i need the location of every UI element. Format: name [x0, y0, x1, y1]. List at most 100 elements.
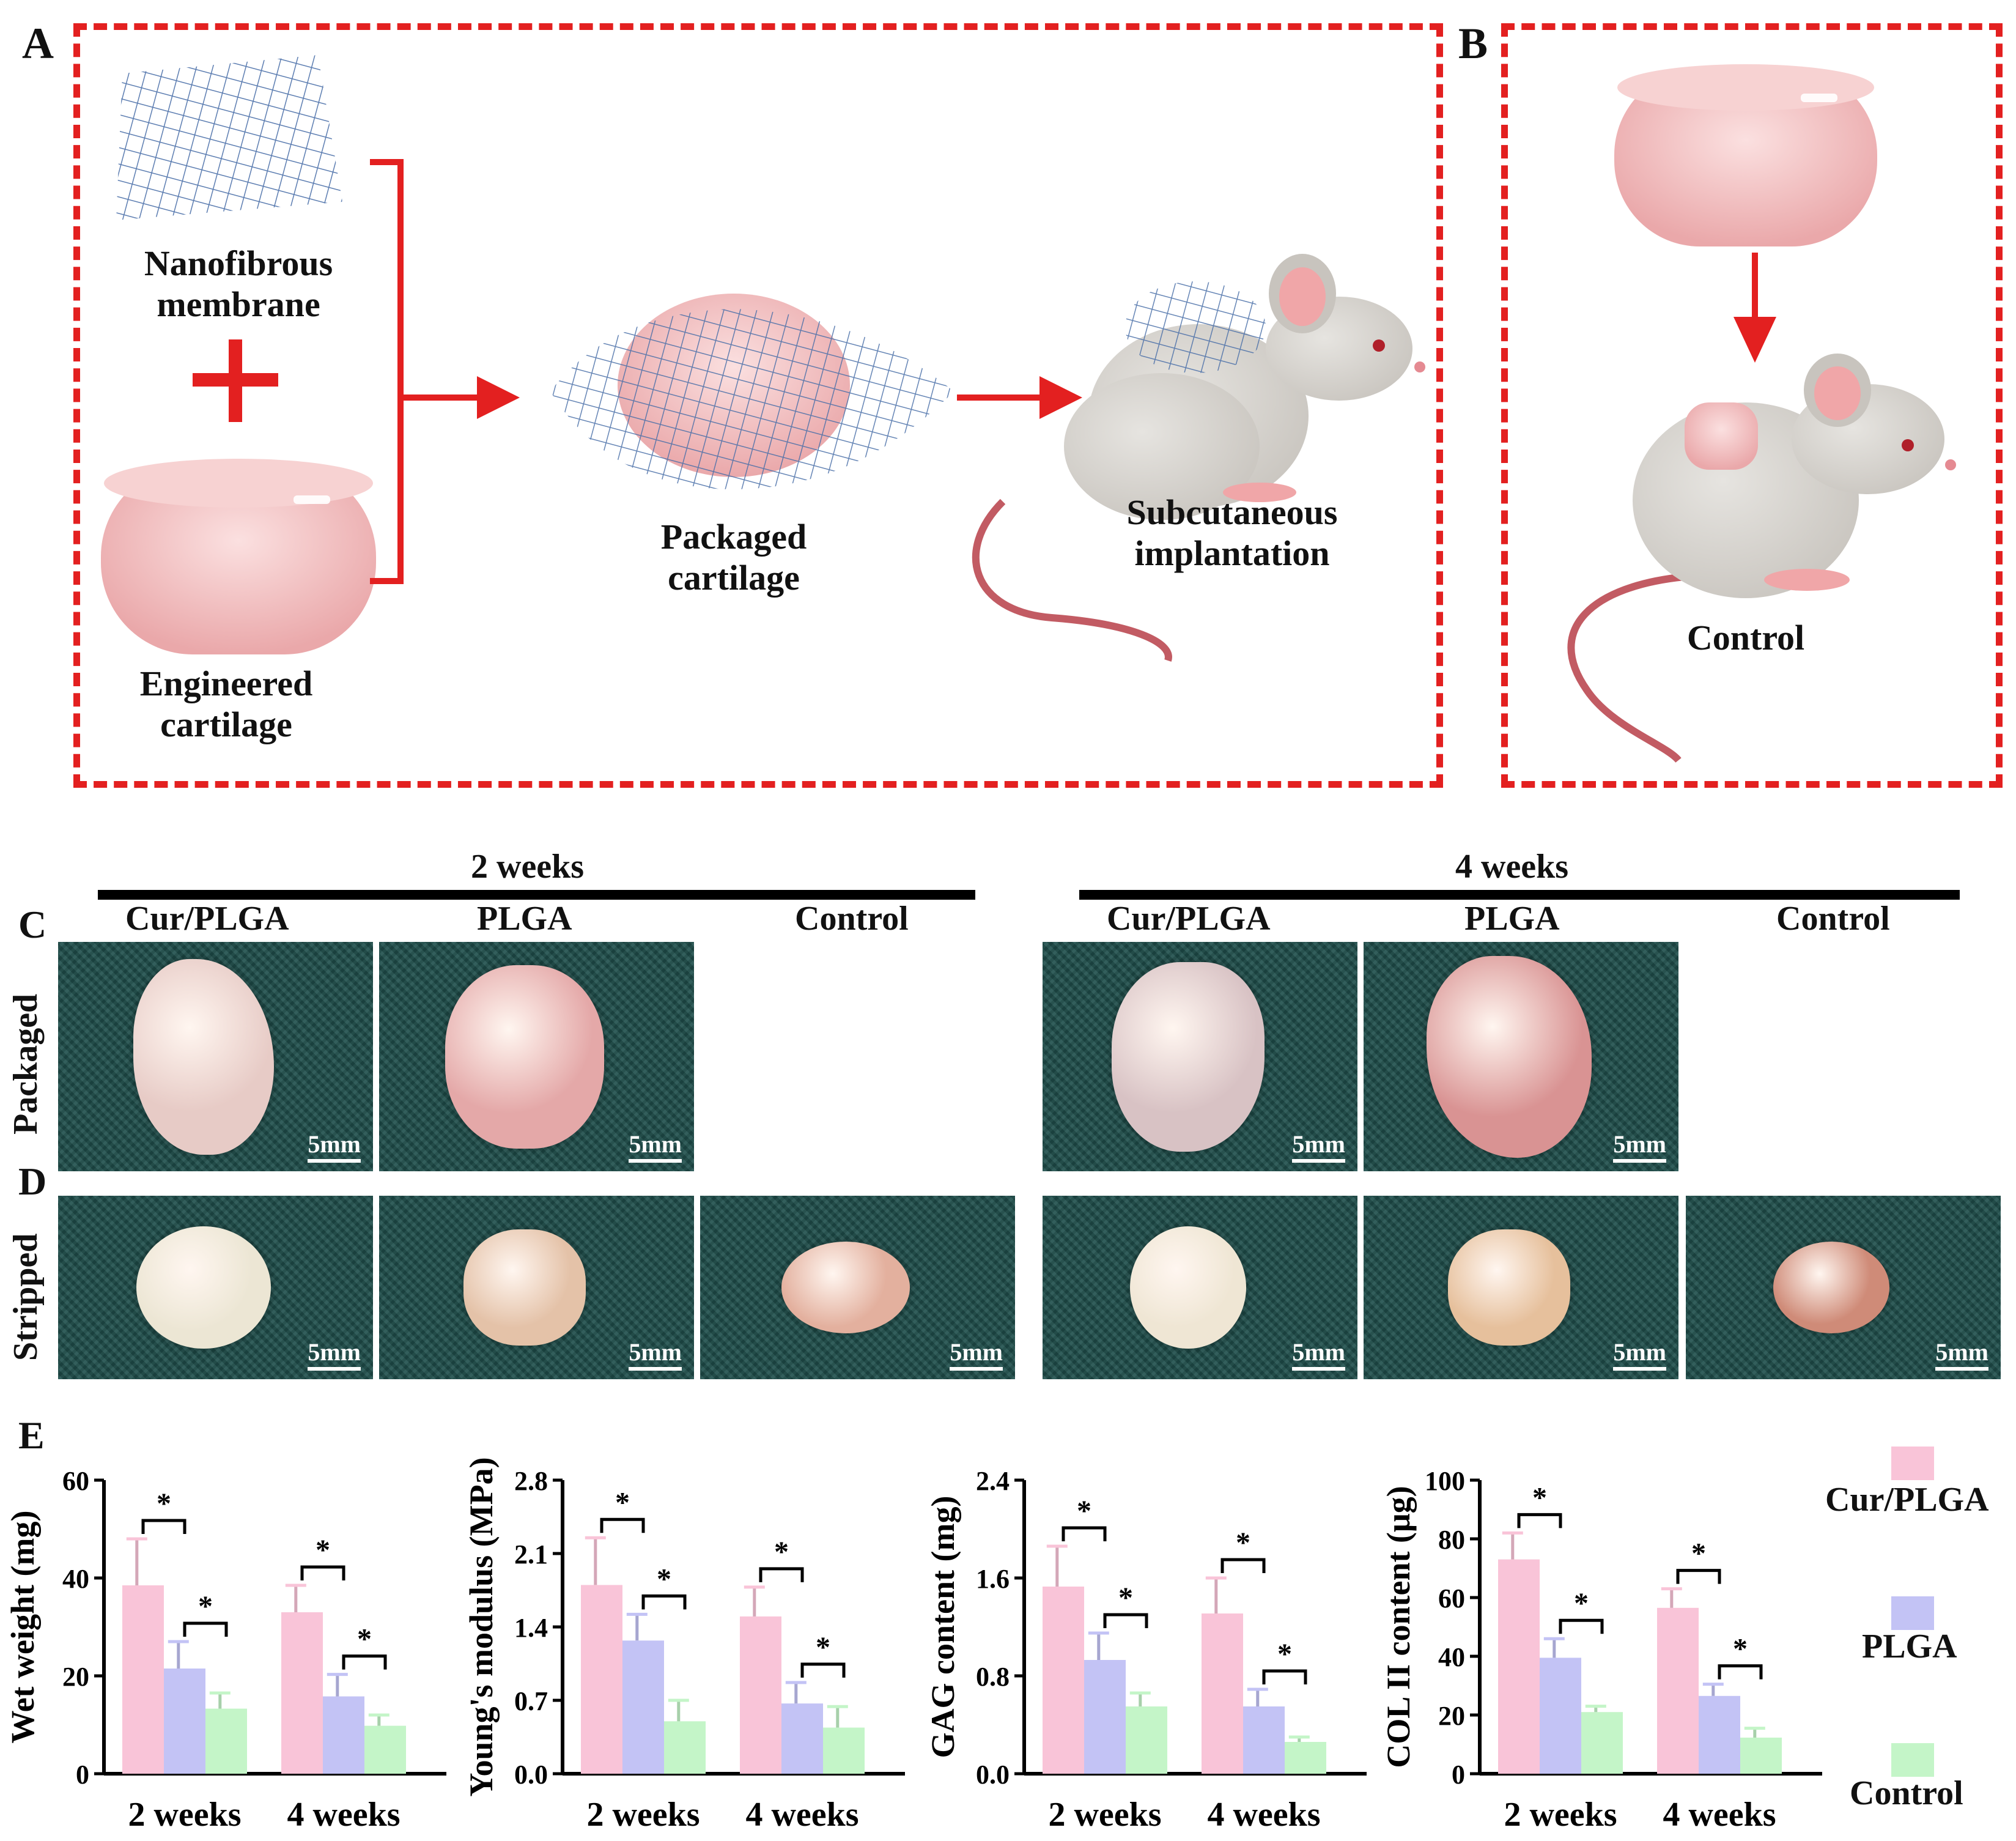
x-tick-label-1-1: 4 weeks [745, 1796, 858, 1834]
engineered-cartilage-icon [101, 459, 376, 654]
sig-bracket-a-1-0 [600, 1517, 645, 1533]
implantation-label: Subcutaneous implantation [1095, 492, 1370, 574]
y-tick-label-3-4: 80 [1438, 1525, 1465, 1555]
legend-label-cur-plga: Cur/PLGA [1825, 1481, 1989, 1519]
mouse-implanted-icon [972, 254, 1425, 662]
packaged-cartilage-label: Packaged cartilage [611, 517, 856, 598]
engineered-cartilage-label-line-1: Engineered [139, 664, 313, 703]
tissue-sample [133, 958, 274, 1155]
arrow-right-icon-2 [957, 376, 1082, 419]
y-tick-label-3-0: 0 [1452, 1760, 1465, 1790]
panel-b-illustration [1567, 64, 1956, 763]
plus-icon [193, 339, 278, 422]
scale-bar-line [1613, 1367, 1666, 1371]
packaged-photo-1: 5mm [58, 942, 373, 1171]
y-tick-label-0-0: 0 [76, 1760, 89, 1790]
bar-2-0-0 [1043, 1587, 1084, 1774]
y-tick-label-1-1: 0.7 [514, 1686, 548, 1716]
panel-b-frame [1501, 23, 2003, 788]
panel-letter-c: C [18, 903, 47, 946]
sig-star-b-2-0: * [1118, 1582, 1133, 1614]
stripped-photo-1: 5mm [58, 1196, 373, 1379]
packaged-cartilage-icon [550, 294, 954, 489]
sig-star-a-0-0: * [157, 1487, 171, 1520]
x-tick-label-0-1: 4 weeks [287, 1796, 400, 1834]
scale-bar: 5mm [950, 1340, 1003, 1371]
stripped-photo-3: 5mm [700, 1196, 1015, 1379]
tissue-sample [1111, 961, 1265, 1152]
tissue-sample [1773, 1242, 1889, 1333]
scale-bar: 5mm [1292, 1132, 1345, 1163]
mouse-control-icon [1567, 354, 1956, 763]
scale-bar-line [1292, 1367, 1345, 1371]
panel-letter-d: D [18, 1160, 47, 1203]
y-tick-label-0-1: 20 [62, 1662, 89, 1692]
legend-label-plga: PLGA [1862, 1628, 1957, 1665]
membrane-icon [116, 55, 342, 220]
sig-star-a-2-0: * [1077, 1495, 1091, 1527]
y-axis-label-0: Wet weight (mg) [4, 1511, 41, 1744]
tissue-sample [1426, 955, 1592, 1158]
sig-star-a-3-0: * [1532, 1481, 1547, 1514]
membrane-label: Nanofibrous membrane [116, 243, 361, 325]
legend-swatch-plga [1891, 1596, 1934, 1630]
scale-bar-line [1613, 1159, 1666, 1163]
y-tick-label-0-3: 60 [62, 1466, 89, 1496]
stripped-photo-4: 5mm [1043, 1196, 1357, 1379]
sig-bracket-b-1-0 [641, 1594, 687, 1610]
y-tick-label-3-1: 20 [1438, 1701, 1465, 1731]
sig-star-b-1-1: * [816, 1631, 830, 1664]
y-tick-label-1-3: 2.1 [514, 1539, 548, 1569]
sig-star-b-3-0: * [1574, 1587, 1589, 1620]
scale-bar-line [308, 1159, 361, 1163]
y-axis-label-2: GAG content (mg) [925, 1496, 961, 1758]
x-tick-label-3-1: 4 weeks [1663, 1796, 1776, 1834]
chart-legend: Cur/PLGA PLGA Control [1825, 1443, 2009, 1823]
y-tick-label-1-0: 0.0 [514, 1760, 548, 1790]
column-heading-cur-plga-4w: Cur/PLGA [1107, 900, 1271, 938]
group-bar-4-weeks [1079, 890, 1960, 900]
panel-letter-e: E [18, 1413, 45, 1457]
legend-swatch-cur-plga [1891, 1446, 1934, 1480]
sig-star-b-1-0: * [657, 1563, 671, 1595]
bar-0-1-1 [323, 1696, 364, 1774]
bar-3-0-0 [1498, 1559, 1540, 1774]
bar-1-0-0 [581, 1585, 622, 1774]
y-tick-label-1-2: 1.4 [514, 1613, 548, 1643]
sig-bracket-a-0-1 [300, 1565, 345, 1580]
scale-bar-line [950, 1367, 1003, 1371]
panel-letter-b: B [1458, 19, 1488, 68]
sig-bracket-a-3-0 [1517, 1513, 1562, 1528]
column-heading-cur-plga-2w: Cur/PLGA [125, 900, 289, 938]
y-tick-label-3-2: 40 [1438, 1642, 1465, 1672]
sig-bracket-b-0-1 [342, 1654, 387, 1670]
sig-star-b-0-1: * [357, 1623, 372, 1656]
panel-a-frame [73, 23, 1443, 788]
y-tick-label-2-3: 2.4 [976, 1466, 1010, 1496]
row-heading-packaged: Packaged [7, 993, 45, 1135]
bar-2-1-0 [1202, 1613, 1243, 1774]
scale-bar-line [308, 1367, 361, 1371]
scale-bar-label: 5mm [1935, 1338, 1988, 1366]
y-tick-label-3-5: 100 [1425, 1466, 1465, 1496]
bar-1-1-2 [823, 1727, 865, 1774]
bar-2-1-2 [1285, 1742, 1326, 1774]
bar-0-0-1 [164, 1669, 205, 1774]
stripped-photo-2: 5mm [379, 1196, 694, 1379]
y-tick-label-0-2: 40 [62, 1564, 89, 1594]
bar-3-1-1 [1699, 1695, 1740, 1774]
tissue-sample [136, 1226, 271, 1349]
sig-star-a-1-0: * [615, 1486, 630, 1519]
scale-bar: 5mm [1613, 1340, 1666, 1371]
sig-bracket-a-2-0 [1062, 1526, 1107, 1541]
scale-bar-label: 5mm [308, 1338, 361, 1366]
bar-0-1-0 [281, 1612, 323, 1774]
scale-bar-line [1292, 1159, 1345, 1163]
tissue-sample [1447, 1229, 1570, 1346]
group-heading-4-weeks: 4 weeks [1455, 848, 1569, 886]
scale-bar: 5mm [1613, 1132, 1666, 1163]
sig-bracket-a-3-1 [1676, 1569, 1721, 1584]
y-tick-label-2-0: 0.0 [976, 1760, 1010, 1790]
tissue-sample [781, 1242, 910, 1333]
